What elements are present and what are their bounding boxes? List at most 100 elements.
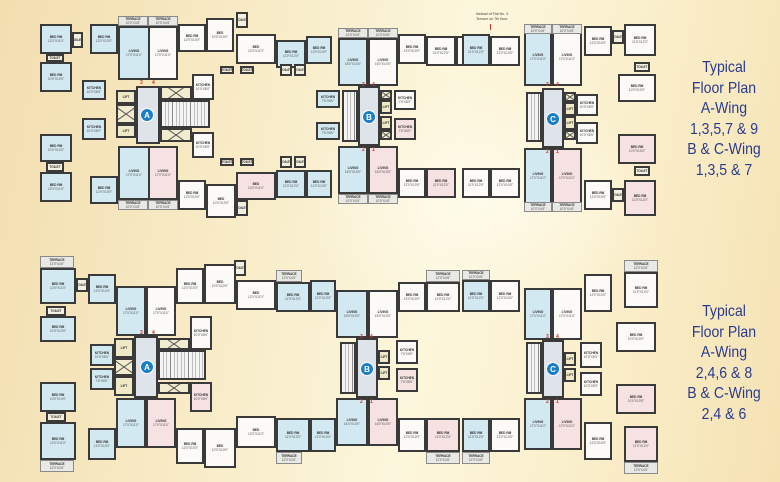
staircase <box>526 342 542 394</box>
staircase <box>340 342 356 394</box>
duct <box>380 90 392 100</box>
wing-a-marker: A <box>140 360 154 374</box>
lift: LIFT <box>564 368 576 382</box>
toilet: TOILET <box>294 64 306 76</box>
toilet: TOILET <box>280 64 292 76</box>
duct <box>160 86 192 100</box>
staircase <box>160 100 210 128</box>
staircase <box>342 90 358 142</box>
duct <box>114 358 134 376</box>
toilet: TOILET <box>234 260 246 276</box>
toilet: TOILET <box>76 278 88 292</box>
lift: LIFT <box>380 116 392 130</box>
toilet: TOILET <box>220 158 234 166</box>
toilet: TOILET <box>240 158 254 166</box>
duct <box>116 104 136 124</box>
toilet: TOILET <box>294 156 306 168</box>
lift: LIFT <box>114 376 134 396</box>
toilet: TOILET <box>220 66 234 74</box>
lift: LIFT <box>564 352 576 366</box>
toilet: TOILET <box>46 162 64 172</box>
wing-c-marker: C <box>546 362 560 376</box>
caption-odd-floors: Typical Floor Plan A-Wing 1,3,5,7 & 9 B … <box>687 59 761 179</box>
toilet: TOILET <box>240 66 254 74</box>
lift: LIFT <box>380 100 392 114</box>
duct <box>160 128 192 142</box>
